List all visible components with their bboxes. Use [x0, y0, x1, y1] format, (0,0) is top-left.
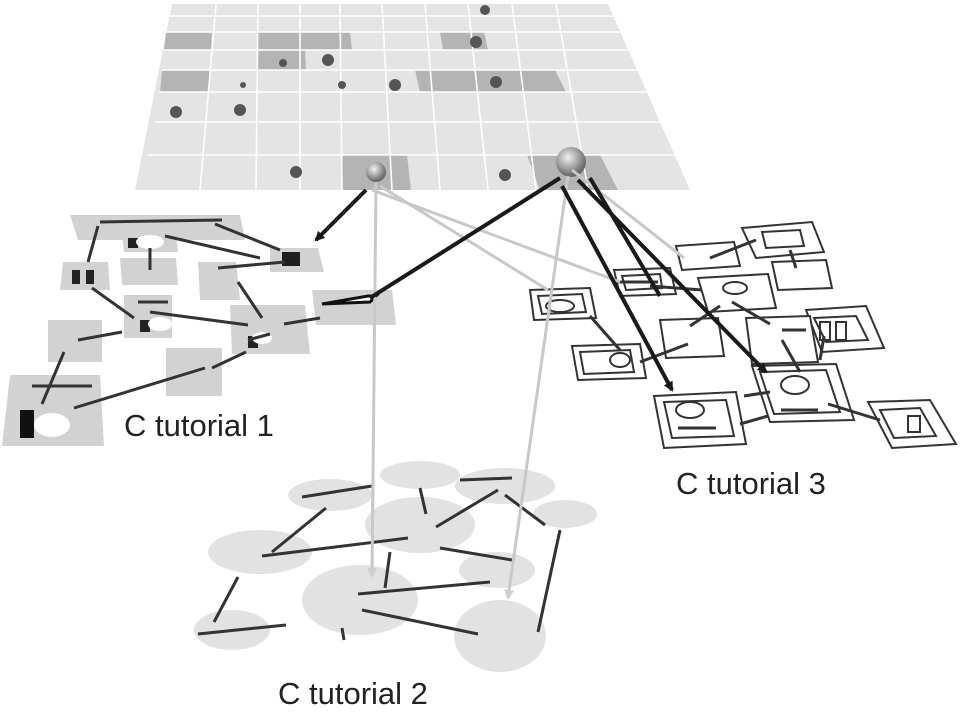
tutorial-2-graph	[194, 461, 597, 672]
tutorial-2-blobs	[194, 461, 597, 672]
tutorial-1-edges	[32, 218, 321, 410]
tutorial-1-glyphs	[20, 235, 380, 438]
top-grid-plane	[135, 3, 690, 191]
grid-source-node-left	[366, 162, 386, 182]
grid-node-dots	[170, 5, 511, 181]
tutorial-1-panels	[2, 215, 396, 446]
tutorial-3-label: C tutorial 3	[676, 466, 826, 501]
tutorial-2-label: C tutorial 2	[278, 676, 428, 711]
dark-arrows	[314, 176, 768, 392]
tutorial-3-edges	[588, 238, 881, 430]
grid-lines	[148, 3, 675, 191]
tutorial-1-label: C tutorial 1	[124, 408, 274, 443]
grid-source-node-right	[556, 147, 586, 177]
tutorial-2-edges	[197, 476, 562, 641]
tutorial-3-graph	[528, 220, 958, 450]
tutorial-3-boxes	[528, 220, 958, 450]
tutorial-1-graph	[2, 215, 396, 446]
